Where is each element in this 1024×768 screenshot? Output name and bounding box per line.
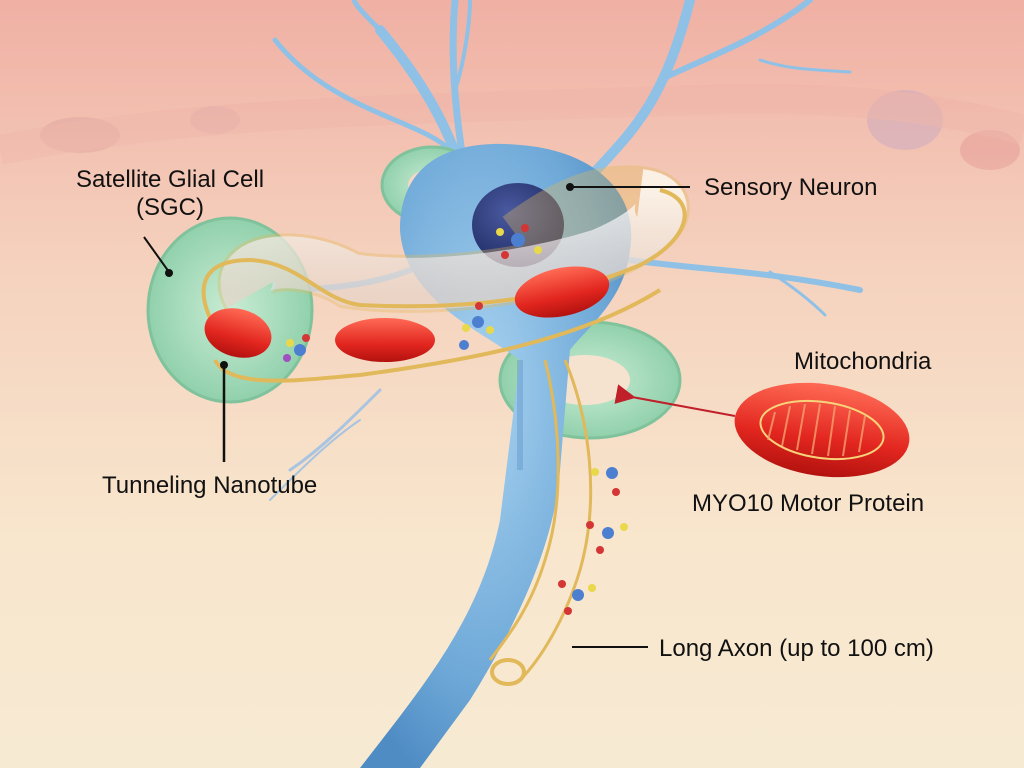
label-long-axon: Long Axon (up to 100 cm) [659, 635, 934, 662]
molecule [558, 580, 596, 615]
label-sensory-neuron: Sensory Neuron [704, 174, 878, 201]
molecule [459, 302, 494, 350]
mitochondrion [335, 318, 435, 362]
molecules [283, 224, 628, 615]
label-myo10-motor-protein: MYO10 Motor Protein [692, 490, 925, 517]
molecule [591, 467, 620, 496]
mitochondrion [514, 266, 610, 318]
label-sgc-name: Satellite Glial Cell [75, 166, 265, 193]
background-tissue [0, 84, 1024, 170]
label-sgc-abbr: (SGC) [136, 194, 204, 221]
molecule [586, 521, 628, 554]
pointer-sgc-dot [165, 269, 173, 277]
molecule [283, 334, 310, 362]
mitochondrion-enlarged [734, 382, 910, 478]
pointer-lines [143, 183, 736, 648]
mitochondria-in-tube [204, 266, 610, 362]
mitochondrion [204, 308, 272, 358]
motor-protein-arrow [614, 384, 736, 417]
molecule [496, 224, 542, 259]
pointer-tnt-dot [220, 361, 228, 369]
label-mitochondria: Mitochondria [794, 348, 932, 375]
pointer-sgc [143, 236, 170, 273]
label-tunneling-nanotube: Tunneling Nanotube [102, 472, 318, 499]
pointer-neuron-dot [566, 183, 574, 191]
tunneling-nanotube [201, 165, 690, 686]
label-satellite-glial-cell: Satellite Glial Cell (SGC) [40, 166, 300, 222]
